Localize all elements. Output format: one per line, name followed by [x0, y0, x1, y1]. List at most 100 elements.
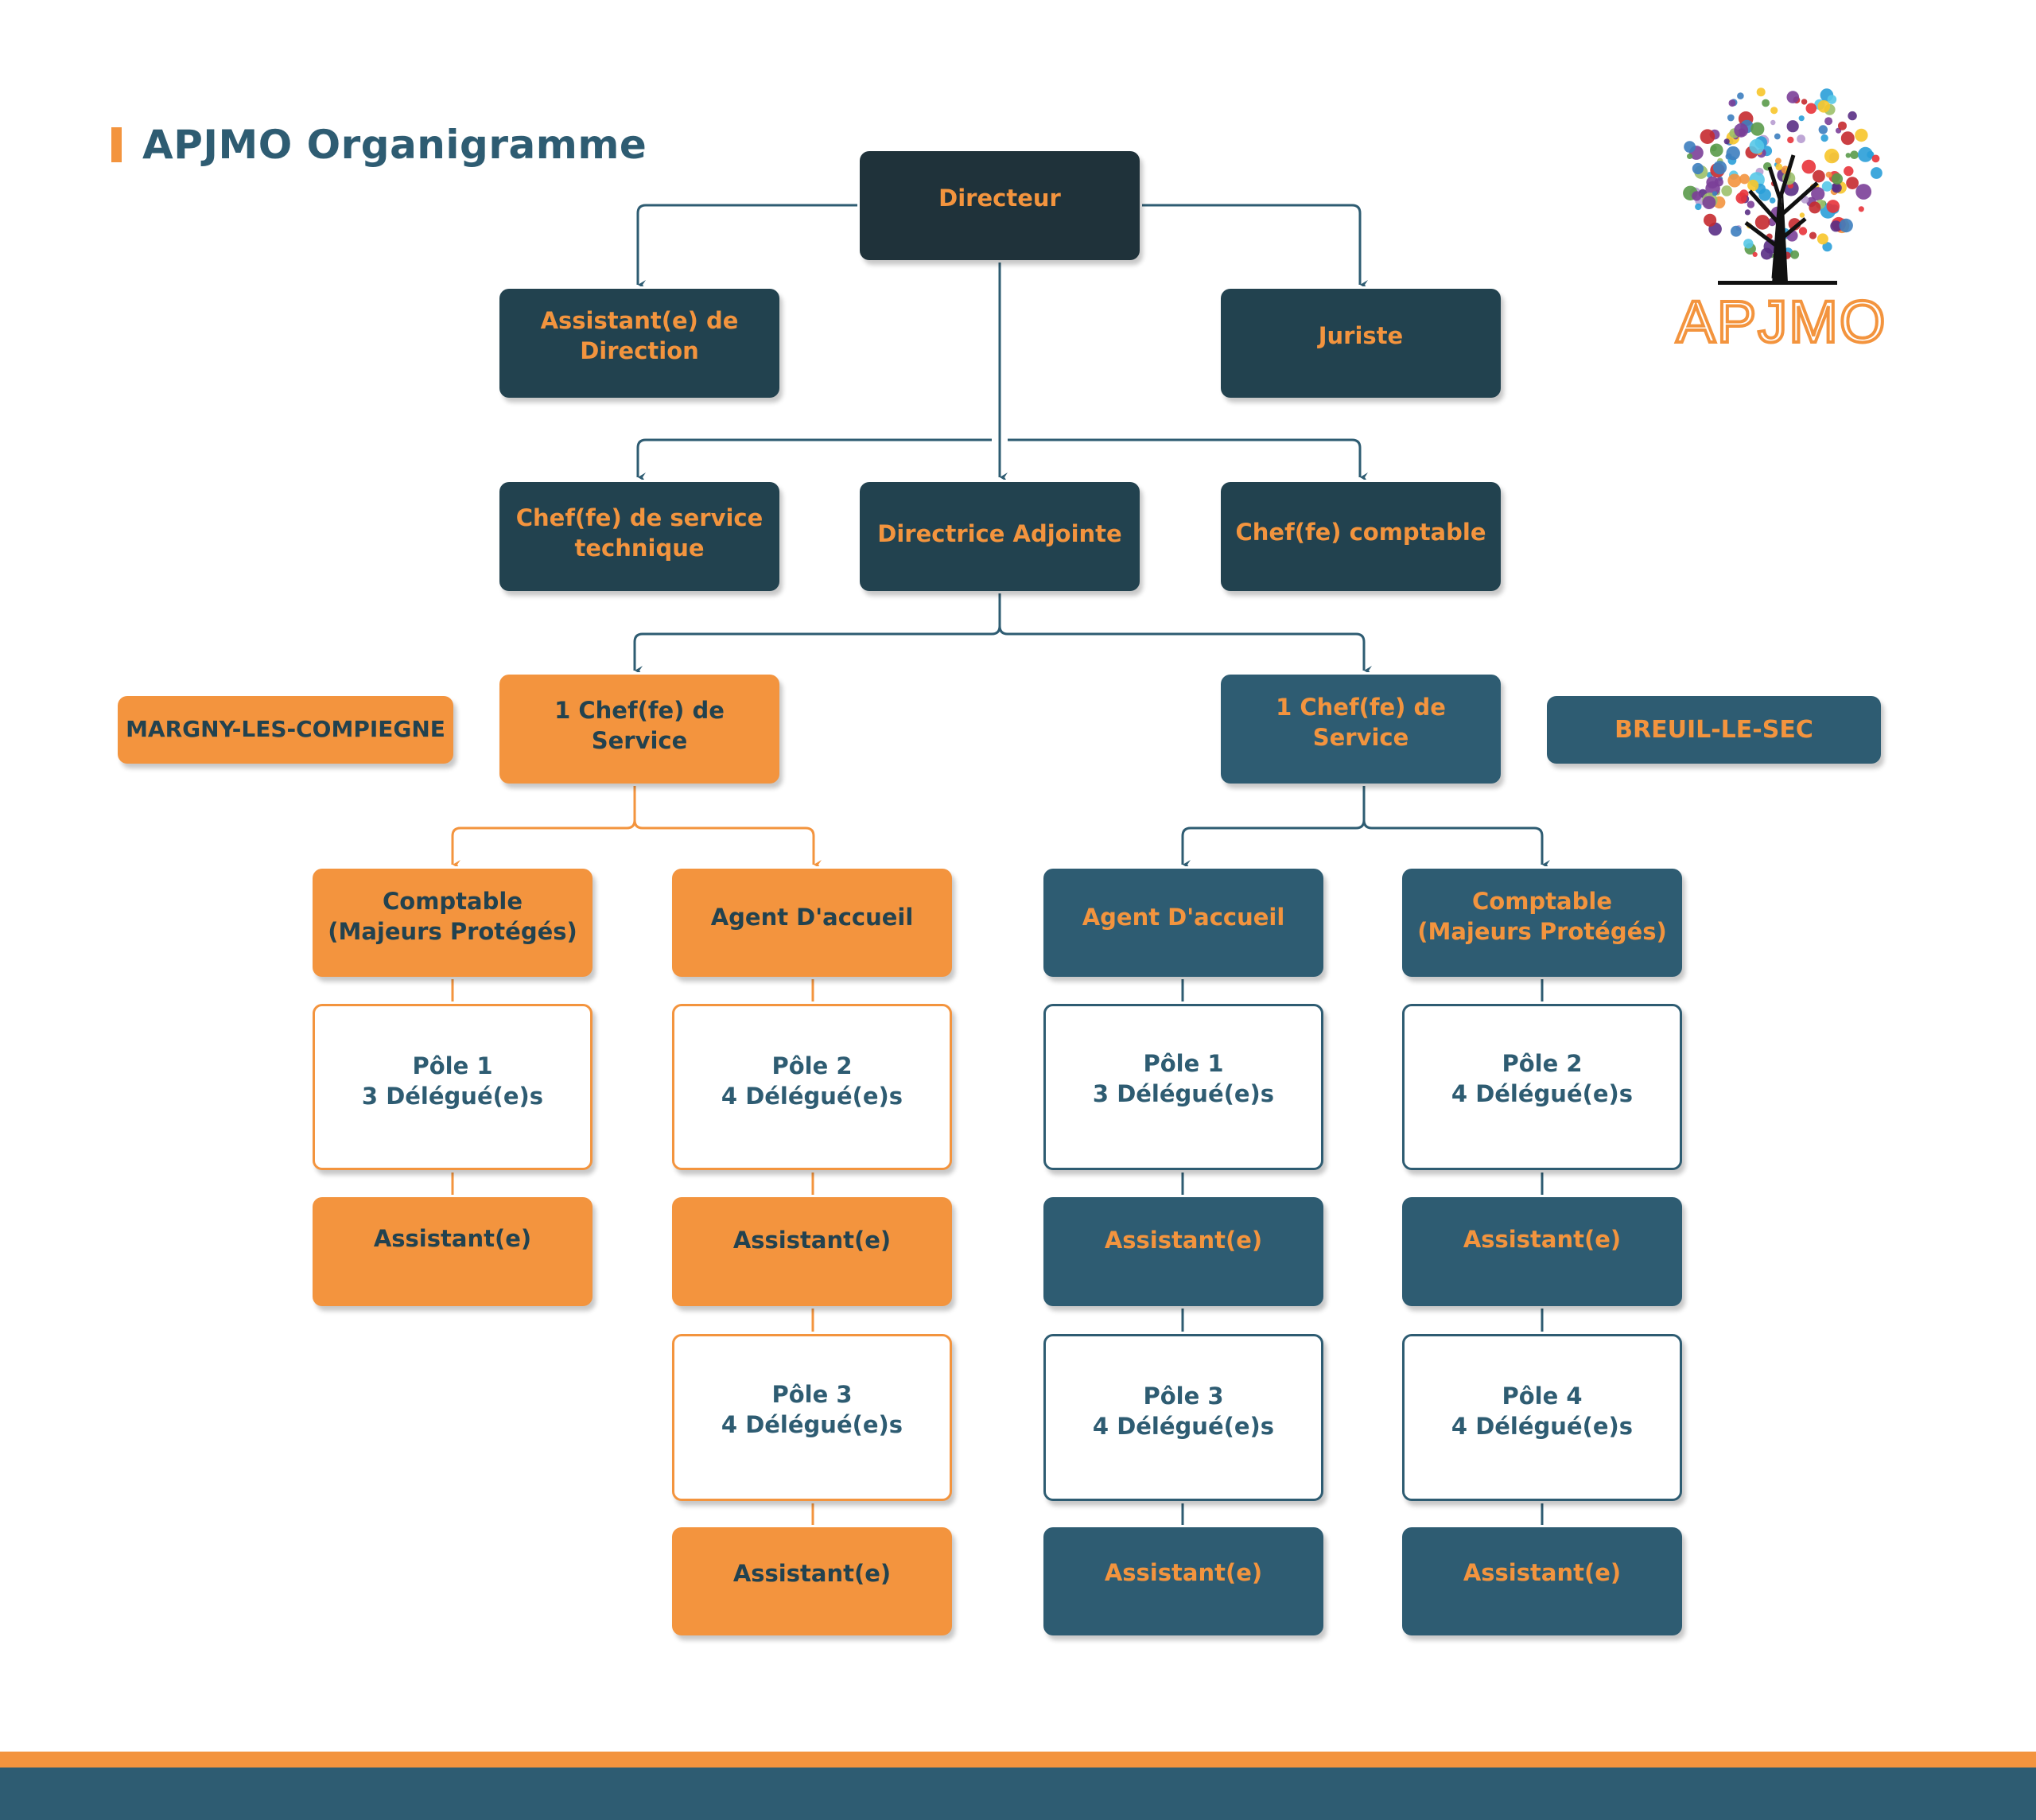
logo-dot	[1750, 122, 1765, 136]
node-breuil-pole-4: Pôle 4 4 Délégué(e)s	[1402, 1334, 1682, 1501]
logo-dot	[1721, 185, 1732, 196]
site-label-breuil: BREUIL-LE-SEC	[1547, 696, 1881, 764]
logo-dot	[1824, 148, 1840, 164]
node-chef-service-technique: Chef(fe) de service technique	[499, 482, 779, 591]
node-chef-comptable: Chef(fe) comptable	[1221, 482, 1501, 591]
connector-directeur-assistant	[636, 204, 860, 290]
node-directrice-adjointe: Directrice Adjointe	[860, 482, 1140, 591]
logo-dot	[1827, 95, 1837, 104]
logo-dot	[1871, 154, 1880, 163]
logo-dot	[1809, 231, 1817, 239]
logo-dot	[1846, 177, 1859, 189]
logo-dot	[1817, 100, 1831, 113]
logo-dot	[1756, 88, 1766, 97]
logo-dot	[1840, 131, 1855, 146]
logo-dot	[1769, 197, 1776, 204]
logo-dot	[1838, 121, 1847, 130]
logo-dot	[1747, 200, 1755, 208]
logo-dot	[1684, 141, 1696, 153]
node-margny-assistant-1: Assistant(e)	[313, 1197, 593, 1306]
logo-dot	[1821, 181, 1832, 192]
title-accent-bar	[111, 127, 122, 162]
logo-dot	[1692, 162, 1704, 175]
logo-dot	[1752, 251, 1758, 257]
logo-dot	[1695, 203, 1702, 211]
node-chef-service-breuil: 1 Chef(fe) de Service	[1221, 675, 1501, 784]
logo-dot	[1687, 153, 1693, 159]
logo-dot	[1811, 187, 1825, 201]
logo-dot	[1844, 165, 1854, 177]
logo-dot	[1712, 161, 1727, 175]
node-breuil-agent-accueil: Agent D'accueil	[1043, 869, 1323, 977]
logo-dot	[1831, 173, 1844, 185]
logo-dot	[1744, 209, 1750, 216]
logo-dot	[1743, 239, 1754, 249]
logo-dot	[1702, 196, 1716, 209]
logo-dot	[1825, 171, 1832, 178]
logo-dot	[1797, 134, 1805, 143]
logo-dot	[1820, 134, 1828, 142]
logo-dot	[1786, 120, 1799, 133]
connector-directeur-juriste	[1140, 204, 1368, 290]
logo-dot	[1845, 153, 1851, 158]
logo-dot	[1700, 129, 1715, 144]
site-label-margny: MARGNY-LES-COMPIEGNE	[118, 696, 453, 764]
node-margny-agent-accueil: Agent D'accueil	[672, 869, 952, 977]
logo-dot	[1739, 173, 1750, 185]
page-title-text: APJMO Organigramme	[142, 122, 647, 168]
logo-dot	[1726, 146, 1740, 161]
node-breuil-assistant-2: Assistant(e)	[1402, 1197, 1682, 1306]
logo-dot	[1818, 125, 1828, 134]
apjmo-logo: APJMO	[1662, 80, 1901, 356]
logo-dot	[1858, 146, 1873, 162]
logo-dot	[1787, 136, 1794, 144]
logo-dot	[1824, 117, 1833, 126]
logo-dot	[1848, 111, 1857, 121]
logo-dot	[1831, 183, 1840, 192]
node-assistant-direction: Assistant(e) de Direction	[499, 289, 779, 398]
page-title: APJMO Organigramme	[111, 121, 647, 169]
logo-dot	[1692, 191, 1702, 201]
logo-dot	[1737, 92, 1744, 99]
logo-dot	[1809, 201, 1821, 214]
logo-dot	[1801, 99, 1808, 105]
node-margny-assistant-3: Assistant(e)	[672, 1527, 952, 1635]
logo-dot	[1727, 173, 1742, 188]
logo-dot	[1839, 218, 1853, 233]
logo-dot	[1813, 169, 1825, 183]
logo-dot	[1822, 242, 1832, 252]
logo-dot	[1735, 192, 1747, 204]
logo-dot	[1706, 176, 1719, 189]
logo-dot	[1775, 158, 1782, 165]
logo-dot	[1816, 233, 1828, 245]
logo-dot	[1760, 247, 1773, 260]
connector-breuil-col1	[1181, 784, 1366, 869]
node-margny-pole-1: Pôle 1 3 Délégué(e)s	[313, 1004, 593, 1170]
node-breuil-comptable: Comptable (Majeurs Protégés)	[1402, 869, 1682, 977]
logo-dot	[1754, 215, 1770, 230]
logo-dot	[1731, 225, 1742, 237]
node-directeur: Directeur	[860, 151, 1140, 260]
logo-dot	[1775, 163, 1783, 171]
logo-dot	[1855, 184, 1872, 200]
footer-accent-bar	[0, 1752, 2036, 1768]
node-juriste: Juriste	[1221, 289, 1501, 398]
connector-to-chef-technique	[636, 438, 992, 482]
logo-dot	[1799, 212, 1805, 218]
logo-dot	[1728, 99, 1736, 107]
logo-dot	[1762, 99, 1770, 107]
logo-dot	[1871, 167, 1883, 179]
connector-adjointe-margny	[633, 590, 1001, 675]
logo-dot	[1770, 119, 1776, 126]
connector-adjointe-breuil	[998, 625, 1372, 675]
logo-dot	[1798, 227, 1808, 235]
node-breuil-pole-1: Pôle 1 3 Délégué(e)s	[1043, 1004, 1323, 1170]
node-chef-service-margny: 1 Chef(fe) de Service	[499, 675, 779, 784]
connector-margny-col1	[451, 784, 636, 869]
tree-logo-icon: APJMO	[1675, 88, 1886, 356]
logo-dot	[1786, 91, 1800, 103]
node-margny-pole-2: Pôle 2 4 Délégué(e)s	[672, 1004, 952, 1170]
logo-dot	[1855, 128, 1868, 142]
node-breuil-assistant-1: Assistant(e)	[1043, 1197, 1323, 1306]
